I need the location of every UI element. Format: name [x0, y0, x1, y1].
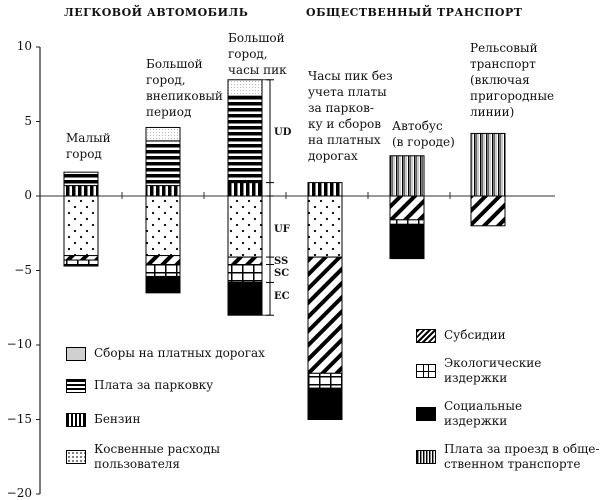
- bar-segment-ecological: [389, 219, 425, 225]
- bar-segment-indirect: [145, 195, 181, 257]
- legend-item-subsidies: Субсидии: [416, 328, 506, 343]
- legend-label: Плата за парковку: [94, 378, 214, 392]
- bar-label-bus: Автобус (в городе): [392, 119, 455, 149]
- y-tick-label: 10: [16, 39, 32, 53]
- legend-item-ecological: Экологические издержки: [416, 356, 541, 386]
- legend-swatch-ecological: [416, 364, 436, 378]
- legend-swatch-fare: [416, 450, 436, 464]
- bar-segment-subsidies: [389, 195, 425, 221]
- bar-segment-ecological: [145, 264, 181, 277]
- legend-swatch-fuel: [66, 412, 86, 427]
- bar-label-small-city: Малый город: [66, 131, 111, 161]
- legend-label: Плата за проезд в обще- ственном транспо…: [444, 442, 600, 471]
- legend-item-fuel: Бензин: [66, 412, 140, 427]
- legend-label: Бензин: [94, 412, 141, 426]
- bar-segment-indirect: [307, 195, 343, 258]
- bar-segment-social: [389, 223, 425, 260]
- bar-segment-fare: [389, 155, 425, 197]
- bar-segment-tolls: [145, 126, 181, 142]
- bar-segment-tolls: [227, 79, 263, 97]
- bar-segment-fuel: [227, 182, 263, 197]
- annotation-ec: EC: [274, 291, 290, 302]
- legend-item-parking: Плата за парковку: [66, 378, 213, 393]
- y-tick-label: −5: [14, 262, 32, 277]
- annotation-ss: SS: [274, 256, 289, 267]
- group-title-car: ЛЕГКОВОЙ АВТОМОБИЛЬ: [64, 6, 249, 19]
- bar-segment-parking: [145, 140, 181, 187]
- legend-item-fare: Плата за проезд в обще- ственном транспо…: [416, 442, 599, 472]
- y-tick-label: −20: [6, 486, 32, 500]
- bar-segment-parking: [227, 95, 263, 184]
- bar-segment-fuel: [307, 182, 343, 197]
- annotation-ud: UD: [274, 127, 292, 138]
- legend-label: Субсидии: [444, 328, 506, 342]
- legend-label: Экологические издержки: [444, 356, 542, 385]
- legend-item-tolls: Сборы на платных дорогах: [66, 346, 265, 361]
- bar-segment-parking: [63, 171, 99, 187]
- y-tick-label: −10: [6, 337, 32, 351]
- bar-label-big-city-offpeak: Большой город, внепиковый период: [146, 57, 223, 119]
- bar-label-big-city-peak: Большой город, часы пик: [228, 31, 287, 77]
- group-title-public: ОБЩЕСТВЕННЫЙ ТРАНСПОРТ: [306, 6, 523, 19]
- bar-segment-indirect: [227, 195, 263, 258]
- legend-swatch-social: [416, 407, 436, 421]
- legend-label: Социальные издержки: [444, 399, 523, 428]
- bar-segment-social: [145, 275, 181, 294]
- annotation-uf: UF: [274, 224, 290, 235]
- bar-segment-indirect: [63, 195, 99, 257]
- y-tick-label: 0: [24, 188, 32, 202]
- legend-label: Сборы на платных дорогах: [94, 346, 265, 360]
- bar-segment-subsidies: [227, 256, 263, 266]
- bar-segment-subsidies: [63, 255, 99, 261]
- annotation-sc: SC: [274, 268, 290, 279]
- bar-segment-subsidies: [145, 255, 181, 266]
- y-tick-label: 5: [24, 113, 32, 128]
- legend-item-indirect: Косвенные расходы пользователя: [66, 442, 220, 472]
- y-tick-label: −15: [6, 411, 32, 426]
- bar-segment-ecological: [227, 264, 263, 283]
- legend-swatch-tolls: [66, 346, 86, 361]
- bar-segment-fare: [470, 132, 506, 197]
- bar-segment-subsidies: [307, 256, 343, 374]
- bar-label-peak-no-fees: Часы пик без учета платы за парков- ку и…: [308, 69, 393, 163]
- bar-segment-ecological: [307, 372, 343, 389]
- legend-swatch-parking: [66, 378, 86, 393]
- bar-segment-fuel: [63, 185, 99, 197]
- bar-segment-subsidies: [470, 195, 506, 227]
- bar-segment-ecological: [63, 259, 99, 267]
- bar-segment-social: [307, 387, 343, 420]
- legend-item-social: Социальные издержки: [416, 399, 522, 429]
- legend-label: Косвенные расходы пользователя: [94, 442, 221, 471]
- bar-segment-fuel: [145, 185, 181, 197]
- bar-segment-social: [227, 281, 263, 316]
- bar-label-rail: Рельсовый транспорт (включая пригородные…: [470, 41, 555, 119]
- legend-swatch-subsidies: [416, 328, 436, 343]
- legend-swatch-indirect: [66, 450, 86, 464]
